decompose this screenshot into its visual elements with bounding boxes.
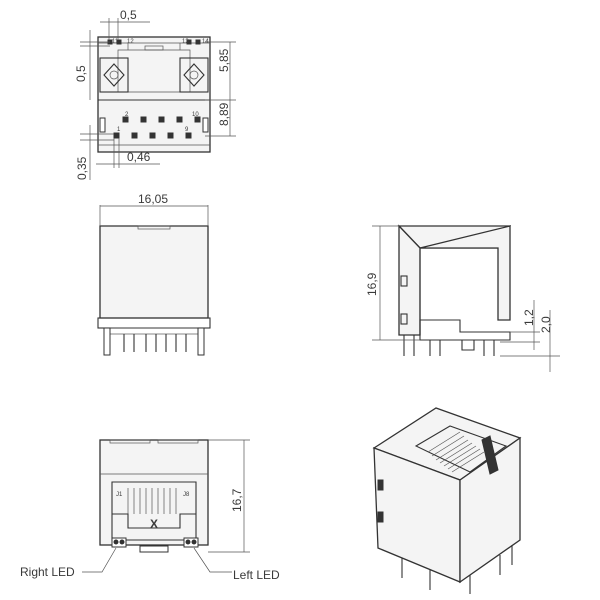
iso-right-face [459,436,521,584]
pin-number: 12 [127,39,134,45]
contact-label: J1 [116,492,123,498]
signal-pins-lower [113,132,192,139]
dimension-label: 16,9 [365,272,379,296]
shield-tab-right [202,117,209,133]
left-led-label: Left LED [233,568,280,582]
front-base [97,317,211,329]
pin-pad [195,39,201,45]
side-face-right [419,225,511,321]
dimension-label: 16,05 [138,192,168,206]
dimension-body-height-front: 16,7 [208,439,250,553]
side-view: 16,9 1,2 2,0 [365,224,560,372]
right-led-label: Right LED [20,565,75,579]
center-mark: X [150,517,158,531]
pin-number: 10 [192,112,199,118]
led-hole-left [99,57,129,93]
contact-label: J8 [183,492,190,498]
dimension-row-lower: 8,89 [205,100,236,137]
iso-contacts [427,431,485,473]
side-led-window [400,313,408,325]
jack-top-tab [157,439,199,444]
pin-pad [186,39,192,45]
shield-tab-left [99,117,106,133]
iso-side-window [377,511,384,523]
pin-pad [116,39,122,45]
left-led [183,537,199,548]
dimension-label: 0,46 [127,150,151,164]
dimension-row-upper: 5,85 [205,41,236,101]
dimension-label: 2,0 [539,316,553,333]
front-latch [137,225,171,230]
dimension-pin-pitch-top: 0,5 [100,8,150,40]
jack-top-tab [109,439,151,444]
dimension-label: 5,85 [217,48,231,72]
front-skirt [103,327,205,335]
isometric-view [372,407,522,594]
side-pins [403,335,495,356]
pin-number: 1 [117,127,121,133]
dimension-body-height-side: 16,9 [365,225,420,341]
pin-number: 11 [112,39,119,45]
jack-key [112,513,196,529]
side-led-window [400,275,408,287]
left-led-leader [193,547,232,573]
front-view: 16,05 [97,192,211,356]
latch-slot [144,45,164,51]
iso-pins [401,545,513,594]
dimension-label: 1,2 [522,309,536,326]
iso-led [481,435,499,475]
led-hole-right [179,57,209,93]
right-led-leader [82,547,117,573]
right-led [111,537,127,548]
jack-view: J1 J8 X Right LED Left LED 16,7 [20,439,280,582]
jack-contacts [127,488,177,514]
jack-latch [139,545,169,553]
dimension-standoff-small: 1,2 [500,300,540,350]
pin-number: 2 [125,112,129,118]
pin-number: 9 [185,127,189,133]
front-body [99,225,209,319]
dimension-label: 0,5 [120,8,137,22]
side-base [419,319,511,341]
dimension-label: 0,35 [75,156,89,180]
footprint-view: 11 12 13 14 2 10 1 9 0,5 0,5 5,85 [74,8,236,180]
dimension-label: 8,89 [217,102,231,126]
iso-side-window [377,479,384,491]
dimension-hole-offset: 0,5 [74,30,110,100]
dimension-label: 16,7 [230,488,244,512]
front-pins [103,327,205,356]
pin-number: 13 [182,39,189,45]
dimension-label: 0,5 [74,65,88,82]
dimension-pin-offset-bottom: 0,35 [75,125,114,180]
dimension-standoff-large: 2,0 [500,310,560,372]
dimension-pin-pitch-bottom: 0,46 [96,138,160,168]
dimension-body-width: 16,05 [99,192,209,226]
signal-pins-upper [122,116,201,123]
iso-jack-opening [414,425,508,473]
